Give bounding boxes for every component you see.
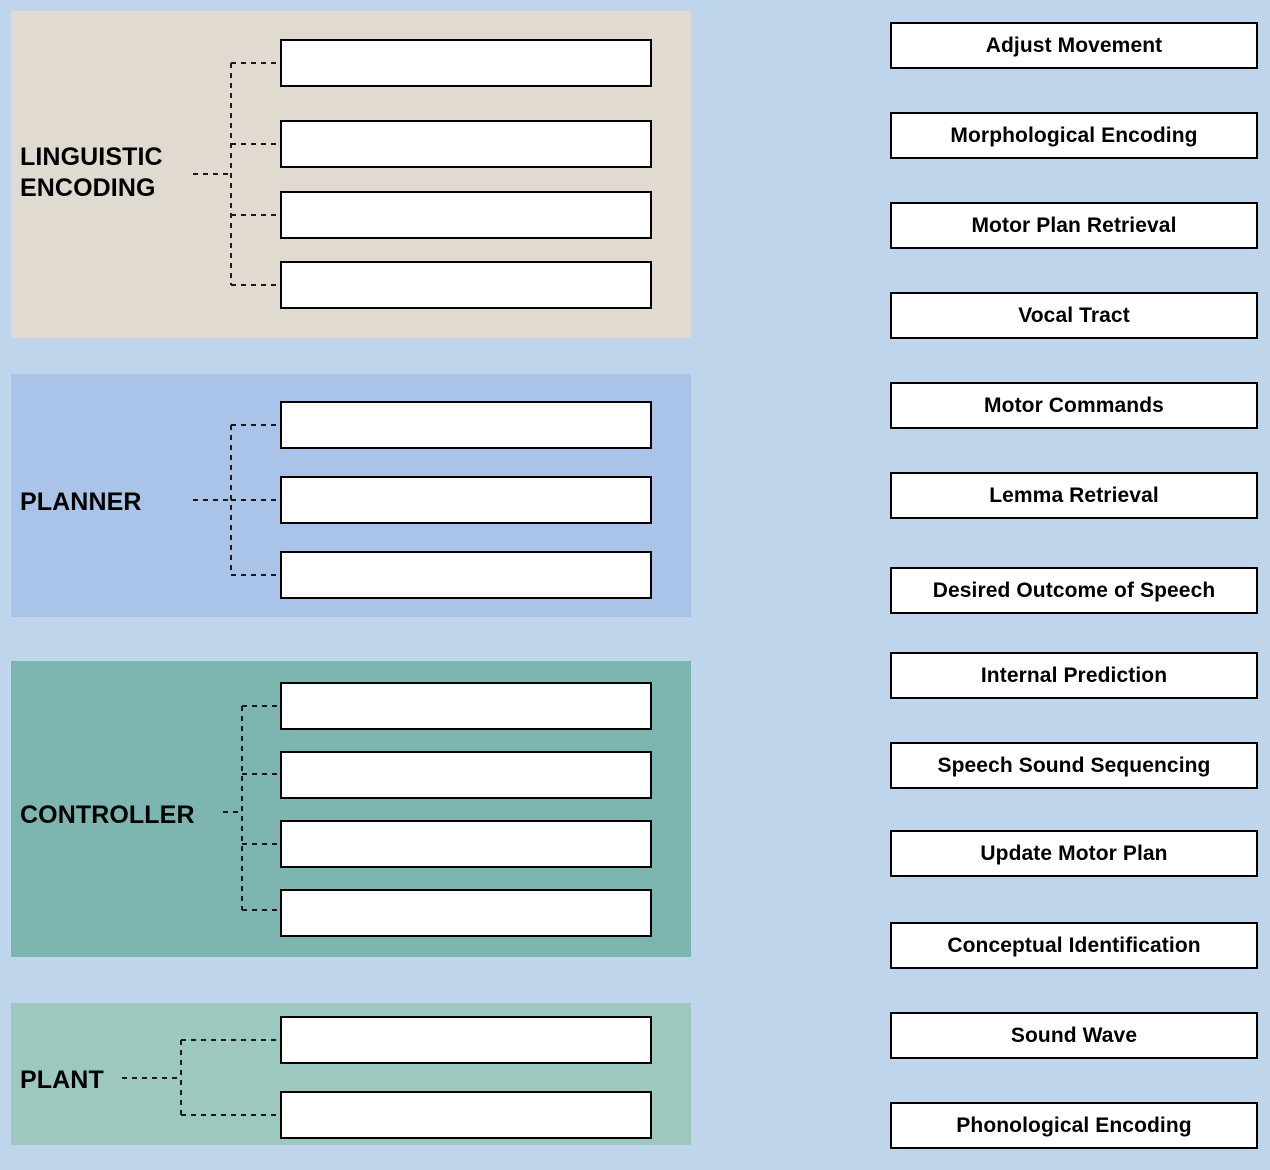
category-label-controller: CONTROLLER (20, 800, 250, 831)
category-label-linguistic-encoding: LINGUISTIC ENCODING (20, 142, 220, 203)
category-label-line: CONTROLLER (20, 801, 195, 829)
term-card-lemma-retrieval[interactable]: Lemma Retrieval (890, 472, 1258, 519)
drop-slot[interactable] (280, 551, 652, 599)
category-label-line: PLANNER (20, 488, 142, 516)
drop-slot[interactable] (280, 476, 652, 524)
drop-slot[interactable] (280, 1016, 652, 1064)
drop-slot[interactable] (280, 39, 652, 87)
term-card-motor-plan-retrieval[interactable]: Motor Plan Retrieval (890, 202, 1258, 249)
drop-slot[interactable] (280, 820, 652, 868)
drop-slot[interactable] (280, 889, 652, 937)
term-card-sound-wave[interactable]: Sound Wave (890, 1012, 1258, 1059)
term-card-morphological-encoding[interactable]: Morphological Encoding (890, 112, 1258, 159)
term-card-vocal-tract[interactable]: Vocal Tract (890, 292, 1258, 339)
term-card-adjust-movement[interactable]: Adjust Movement (890, 22, 1258, 69)
category-panel-plant: PLANT (11, 1003, 691, 1145)
term-card-phonological-encoding[interactable]: Phonological Encoding (890, 1102, 1258, 1149)
category-label-line: PLANT (20, 1066, 104, 1094)
drop-slot[interactable] (280, 682, 652, 730)
category-panel-controller: CONTROLLER (11, 661, 691, 957)
drop-slot[interactable] (280, 261, 652, 309)
category-panel-linguistic-encoding: LINGUISTIC ENCODING (11, 11, 691, 338)
category-label-line: LINGUISTIC (20, 143, 163, 171)
drop-slot[interactable] (280, 401, 652, 449)
term-card-speech-sound-sequencing[interactable]: Speech Sound Sequencing (890, 742, 1258, 789)
term-card-conceptual-identification[interactable]: Conceptual Identification (890, 922, 1258, 969)
drop-slot[interactable] (280, 120, 652, 168)
drop-slot[interactable] (280, 751, 652, 799)
term-card-update-motor-plan[interactable]: Update Motor Plan (890, 830, 1258, 877)
category-panel-planner: PLANNER (11, 374, 691, 617)
drop-slot[interactable] (280, 1091, 652, 1139)
drop-slot[interactable] (280, 191, 652, 239)
term-card-motor-commands[interactable]: Motor Commands (890, 382, 1258, 429)
term-card-desired-outcome-of-speech[interactable]: Desired Outcome of Speech (890, 567, 1258, 614)
term-card-internal-prediction[interactable]: Internal Prediction (890, 652, 1258, 699)
category-label-planner: PLANNER (20, 487, 220, 518)
category-label-line: ENCODING (20, 173, 156, 202)
category-label-plant: PLANT (20, 1065, 220, 1096)
